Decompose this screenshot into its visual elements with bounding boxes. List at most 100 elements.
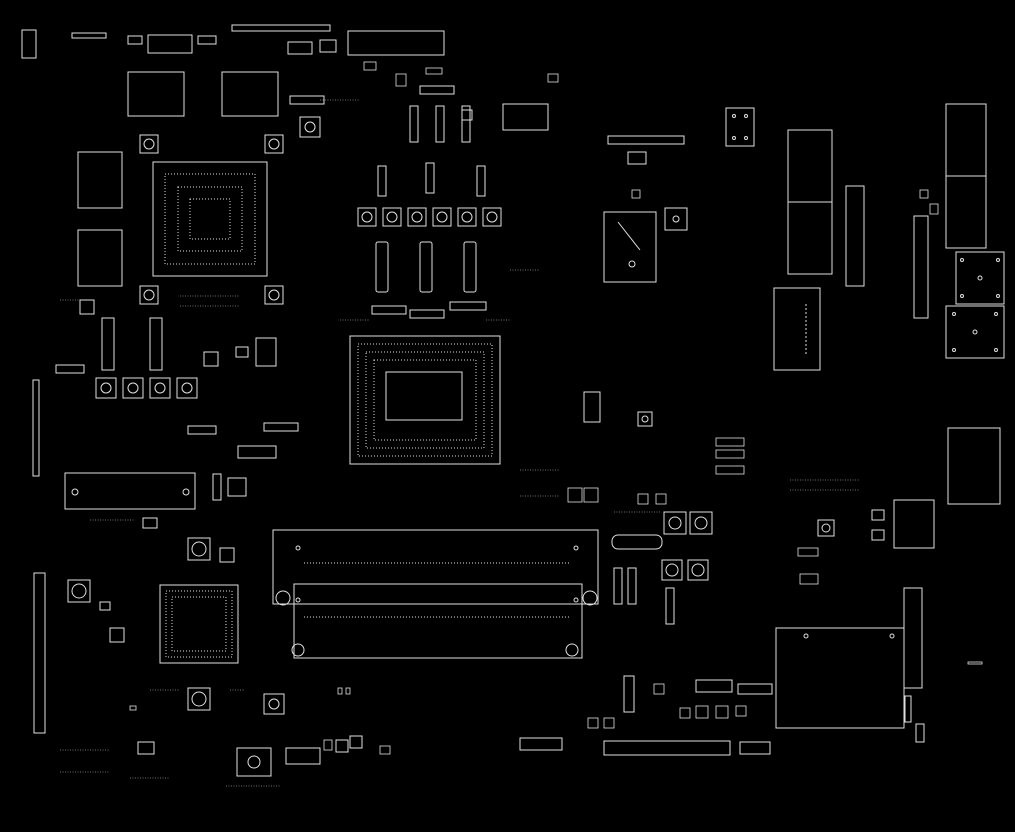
pcb-outline-shape (268, 289, 280, 301)
pcb-outline-shape (182, 488, 190, 496)
pcb-outline-shape (237, 445, 277, 459)
usb-port (787, 201, 833, 275)
pcb-outline-shape (775, 627, 905, 729)
pcb-outline-shape (655, 493, 667, 505)
pcb-outline-shape (996, 294, 1000, 298)
power-inductor (176, 377, 198, 399)
ic-u1 (147, 34, 193, 54)
pcb-outline-shape (291, 643, 305, 657)
power-inductor (689, 511, 713, 535)
pcb-outline-shape (994, 312, 998, 316)
pcb-outline-shape (732, 136, 736, 140)
pcb-outline-shape (55, 364, 85, 374)
pcb-outline-shape (143, 289, 155, 301)
ffc-connector (603, 740, 731, 756)
power-inductor (817, 519, 835, 537)
pcb-outline-shape (139, 285, 159, 305)
pcb-outline-shape (725, 107, 755, 147)
polymer-capacitor (904, 695, 912, 723)
pcb-outline-shape (365, 351, 485, 449)
pcb-outline-shape (689, 511, 713, 535)
pcb-outline-shape (323, 739, 333, 751)
pcb-outline-shape (152, 161, 268, 277)
power-inductor (382, 207, 402, 227)
pcb-outline-shape (641, 415, 649, 423)
power-inductor (407, 207, 427, 227)
pcb-outline-shape (272, 529, 599, 605)
pcb-outline-shape (661, 559, 683, 581)
pcb-outline-shape (977, 275, 983, 281)
power-inductor (236, 747, 272, 777)
pcb-outline-shape (227, 477, 247, 497)
pcb-outline-shape (285, 747, 321, 765)
pcb-outline-shape (349, 335, 501, 465)
rj45-port (945, 305, 1005, 359)
polymer-capacitor (627, 567, 637, 605)
pcb-outline-shape (607, 135, 685, 145)
pcb-outline-shape (371, 305, 407, 315)
pcb-outline-shape (952, 312, 956, 316)
power-inductor (187, 687, 211, 711)
pcb-outline-shape (583, 487, 599, 503)
pcb-outline-shape (871, 529, 885, 541)
pcb-outline-shape (547, 73, 559, 83)
pcb-outline-shape (425, 67, 443, 75)
power-inductor (264, 285, 284, 305)
pcb-outline-shape (739, 741, 771, 755)
pcb-outline-shape (335, 739, 349, 753)
pcb-outline-shape (631, 189, 641, 199)
polymer-capacitor (476, 165, 486, 197)
dimm-slot-upper (272, 529, 599, 606)
pcb-outline-shape (345, 687, 351, 695)
power-inductor (637, 411, 653, 427)
connector-j1 (21, 29, 37, 59)
pcb-outline-shape (304, 121, 316, 133)
misc-left-ics (79, 299, 363, 765)
polymer-capacitor (435, 105, 445, 143)
pcb-outline-shape (382, 207, 402, 227)
polymer-capacitor (463, 241, 477, 293)
pcb-outline-shape (436, 211, 448, 223)
pcb-outline-shape (915, 723, 925, 743)
gpu-bga (152, 161, 268, 277)
vram-chip (77, 151, 123, 209)
power-inductor (457, 207, 477, 227)
ic-u5 (319, 39, 337, 53)
pcb-outline-shape (687, 559, 709, 581)
pcb-outline-shape (972, 329, 978, 335)
center-right-top (461, 103, 755, 423)
power-inductor (149, 377, 171, 399)
pcb-outline-shape (871, 509, 885, 521)
pcb-outline-shape (617, 221, 641, 251)
power-inductor (95, 377, 117, 399)
pcb-outline-shape (803, 633, 809, 639)
edge-connector (33, 572, 46, 734)
pcb-outline-shape (663, 511, 687, 535)
pcb-outline-shape (247, 755, 261, 769)
pcb-outline-shape (67, 579, 91, 603)
ffc-connector-top (347, 30, 445, 56)
fine-pads (60, 99, 860, 787)
pcb-outline-shape (268, 138, 280, 150)
pcb-outline-shape (628, 260, 636, 268)
usb-port (945, 103, 987, 177)
power-inductor (687, 559, 709, 581)
pcb-outline-shape (461, 109, 473, 121)
polymer-capacitor (375, 241, 389, 293)
pcb-outline-shape (821, 523, 831, 533)
pcb-outline-shape (583, 391, 601, 423)
pcb-outline-shape (337, 687, 343, 695)
io-connector (773, 287, 821, 371)
power-inductor (664, 207, 688, 231)
pcb-outline-shape (268, 698, 280, 710)
power-inductor (139, 134, 159, 154)
pcb-outline-shape (587, 717, 599, 729)
pcb-outline-shape (582, 590, 598, 606)
io-connector (845, 185, 865, 287)
pcb-outline-shape (395, 73, 407, 87)
pcb-outline-shape (744, 114, 748, 118)
pcb-outline-shape (449, 301, 487, 311)
pcb-outline-shape (187, 687, 211, 711)
ic-u3 (197, 35, 217, 45)
